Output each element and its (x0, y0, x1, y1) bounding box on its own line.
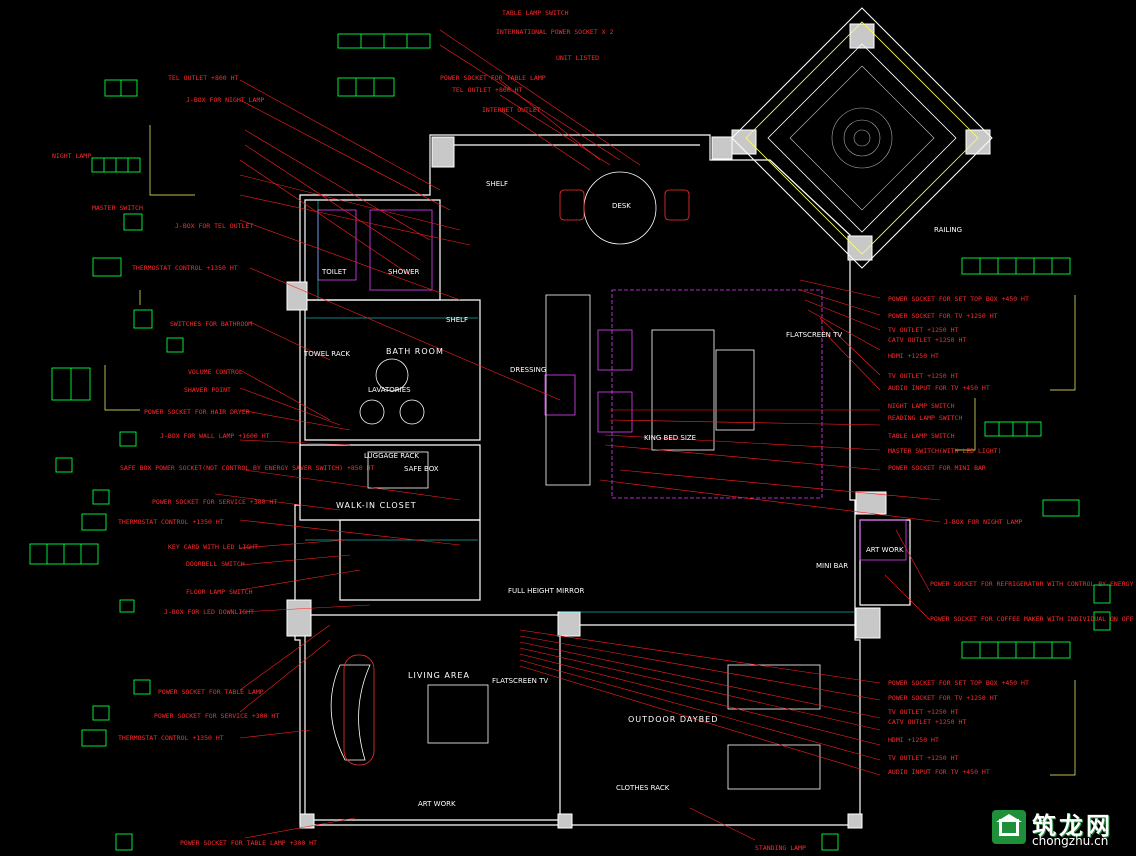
note-service-socket-1: POWER SOCKET FOR SERVICE +300 HT (152, 498, 277, 506)
label-luggage-rack: LUGGAGE RACK (364, 452, 419, 460)
note-intl-socket: INTERNATIONAL POWER SOCKET X 2 (496, 28, 613, 36)
label-art-work: ART WORK (866, 546, 904, 554)
note-key-card: KEY CARD WITH LED LIGHT (168, 543, 258, 551)
house-logo-icon (992, 810, 1026, 844)
brackets (104, 125, 1076, 776)
note-mini-bar-socket: POWER SOCKET FOR MINI BAR (888, 464, 986, 472)
note-table-lamp-switch-r: TABLE LAMP SWITCH (888, 432, 955, 440)
note-switches-bathroom: SWITCHES FOR BATHROOM (170, 320, 252, 328)
note-table-lamp-socket-top: POWER SOCKET FOR TABLE LAMP (440, 74, 546, 82)
note-standing-lamp: STANDING LAMP (755, 844, 806, 852)
note-tv-outlet-2b: TV OUTLET +1250 HT (888, 754, 959, 762)
note-hdmi-2: HDMI +1250 HT (888, 736, 939, 744)
note-floor-lamp-switch: FLOOR LAMP SWITCH (186, 588, 253, 596)
note-hdmi-1: HDMI +1250 HT (888, 352, 939, 360)
furniture (317, 171, 907, 790)
label-clothes-rack: CLOTHES RACK (616, 784, 670, 792)
label-bath-room: BATH ROOM (386, 347, 444, 356)
label-walk-in-closet: WALK-IN CLOSET (336, 501, 417, 510)
note-catv-1: CATV OUTLET +1250 HT (888, 336, 966, 344)
note-unit-listed: UNIT LISTED (556, 54, 599, 62)
leader-lines (214, 29, 941, 841)
note-safe-box-socket: SAFE BOX POWER SOCKET(NOT CONTROL BY ENE… (120, 464, 374, 472)
note-audio-1: AUDIO INPUT FOR TV +450 HT (888, 384, 990, 392)
note-coffee-maker: POWER SOCKET FOR COFFEE MAKER WITH INDIV… (930, 615, 1136, 623)
note-set-top-box-2: POWER SOCKET FOR SET TOP BOX +450 HT (888, 679, 1029, 687)
columns (286, 23, 991, 829)
annotations-top: TABLE LAMP SWITCH INTERNATIONAL POWER SO… (440, 9, 613, 114)
note-master-switch: MASTER SWITCH (92, 204, 143, 212)
walls (294, 134, 911, 826)
note-shaver-point: SHAVER POINT (184, 386, 231, 394)
note-tel-outlet-top: TEL OUTLET +800 HT (452, 86, 523, 94)
label-flatscreen-tv-bottom: FLATSCREEN TV (492, 677, 548, 685)
legend-boxes-left (29, 79, 184, 851)
note-table-lamp-bottom: POWER SOCKET FOR TABLE LAMP +300 HT (180, 839, 317, 847)
note-night-lamp: NIGHT LAMP (52, 152, 91, 160)
note-night-lamp-switch: NIGHT LAMP SWITCH (888, 402, 955, 410)
legend-boxes-right (337, 33, 1111, 851)
terrace-pavilion (731, 7, 993, 269)
annotations-right: POWER SOCKET FOR SET TOP BOX +450 HT POW… (755, 295, 1136, 852)
room-labels: TOILET SHOWER BATH ROOM TOWEL RACK LAVAT… (303, 180, 962, 808)
note-reading-lamp-switch: READING LAMP SWITCH (888, 414, 962, 422)
note-internet-outlet: INTERNET OUTLET (482, 106, 541, 114)
note-thermostat-3: THERMOSTAT CONTROL +1350 HT (118, 734, 224, 742)
note-led-downlight: J-BOX FOR LED DOWNLIGHT (164, 608, 254, 616)
label-mini-bar: MINI BAR (816, 562, 848, 570)
label-outdoor-daybed: OUTDOOR DAYBED (628, 715, 718, 724)
label-shelf-2: SHELF (446, 316, 468, 324)
label-shower: SHOWER (388, 268, 420, 276)
note-service-socket-2: POWER SOCKET FOR SERVICE +300 HT (154, 712, 279, 720)
note-thermostat-2: THERMOSTAT CONTROL +1350 HT (118, 518, 224, 526)
note-table-lamp-switch: TABLE LAMP SWITCH (502, 9, 569, 17)
note-doorbell-switch: DOORBELL SWITCH (186, 560, 245, 568)
watermark-cn: 筑龙网 (1032, 811, 1113, 840)
note-master-switch-r: MASTER SWITCH(WITH LED LIGHT) (888, 447, 1002, 455)
label-lavatories: LAVATORIES (368, 386, 411, 394)
label-dressing: DRESSING (510, 366, 546, 374)
label-king-bed: KING BED SIZE (644, 434, 696, 442)
label-full-height-mirror: FULL HEIGHT MIRROR (508, 587, 584, 595)
note-tv-outlet-2: TV OUTLET +1250 HT (888, 708, 959, 716)
annotations-left: TEL OUTLET +800 HT J-BOX FOR NIGHT LAMP … (52, 74, 374, 847)
watermark-en: chongzhu.cn (1032, 834, 1109, 848)
note-tv-outlet-1: TV OUTLET +1250 HT (888, 326, 959, 334)
label-toilet: TOILET (321, 268, 347, 276)
note-jbox-night-lamp: J-BOX FOR NIGHT LAMP (186, 96, 264, 104)
watermark: 筑龙网 chongzhu.cn (986, 804, 1132, 852)
note-thermostat-1: THERMOSTAT CONTROL +1350 HT (132, 264, 238, 272)
note-catv-2: CATV OUTLET +1250 HT (888, 718, 966, 726)
label-desk: DESK (612, 202, 631, 210)
note-table-lamp-socket: POWER SOCKET FOR TABLE LAMP (158, 688, 264, 696)
note-wall-lamp: J-BOX FOR WALL LAMP +1600 HT (160, 432, 270, 440)
label-shelf: SHELF (486, 180, 508, 188)
label-living-area: LIVING AREA (408, 671, 470, 680)
note-tel-outlet: TEL OUTLET +800 HT (168, 74, 239, 82)
note-jbox-tel: J-BOX FOR TEL OUTLET (175, 222, 253, 230)
note-tv-socket-1: POWER SOCKET FOR TV +1250 HT (888, 312, 998, 320)
label-towel-rack: TOWEL RACK (303, 350, 350, 358)
note-tv-socket-2: POWER SOCKET FOR TV +1250 HT (888, 694, 998, 702)
dimension-lines (305, 200, 856, 613)
note-jbox-night-lamp-r: J-BOX FOR NIGHT LAMP (944, 518, 1022, 526)
chairs (343, 189, 690, 766)
label-flatscreen-tv-top: FLATSCREEN TV (786, 331, 842, 339)
label-safe-box: SAFE BOX (404, 465, 439, 473)
note-tv-outlet-1b: TV OUTLET +1250 HT (888, 372, 959, 380)
label-art-work-2: ART WORK (418, 800, 456, 808)
note-audio-2: AUDIO INPUT FOR TV +450 HT (888, 768, 990, 776)
label-railing: RAILING (934, 226, 962, 234)
note-hair-dryer: POWER SOCKET FOR HAIR DRYER (144, 408, 250, 416)
note-volume-control: VOLUME CONTROL (188, 368, 243, 376)
note-set-top-box-1: POWER SOCKET FOR SET TOP BOX +450 HT (888, 295, 1029, 303)
note-refrigerator: POWER SOCKET FOR REFRIGERATOR WITH CONTR… (930, 580, 1136, 588)
